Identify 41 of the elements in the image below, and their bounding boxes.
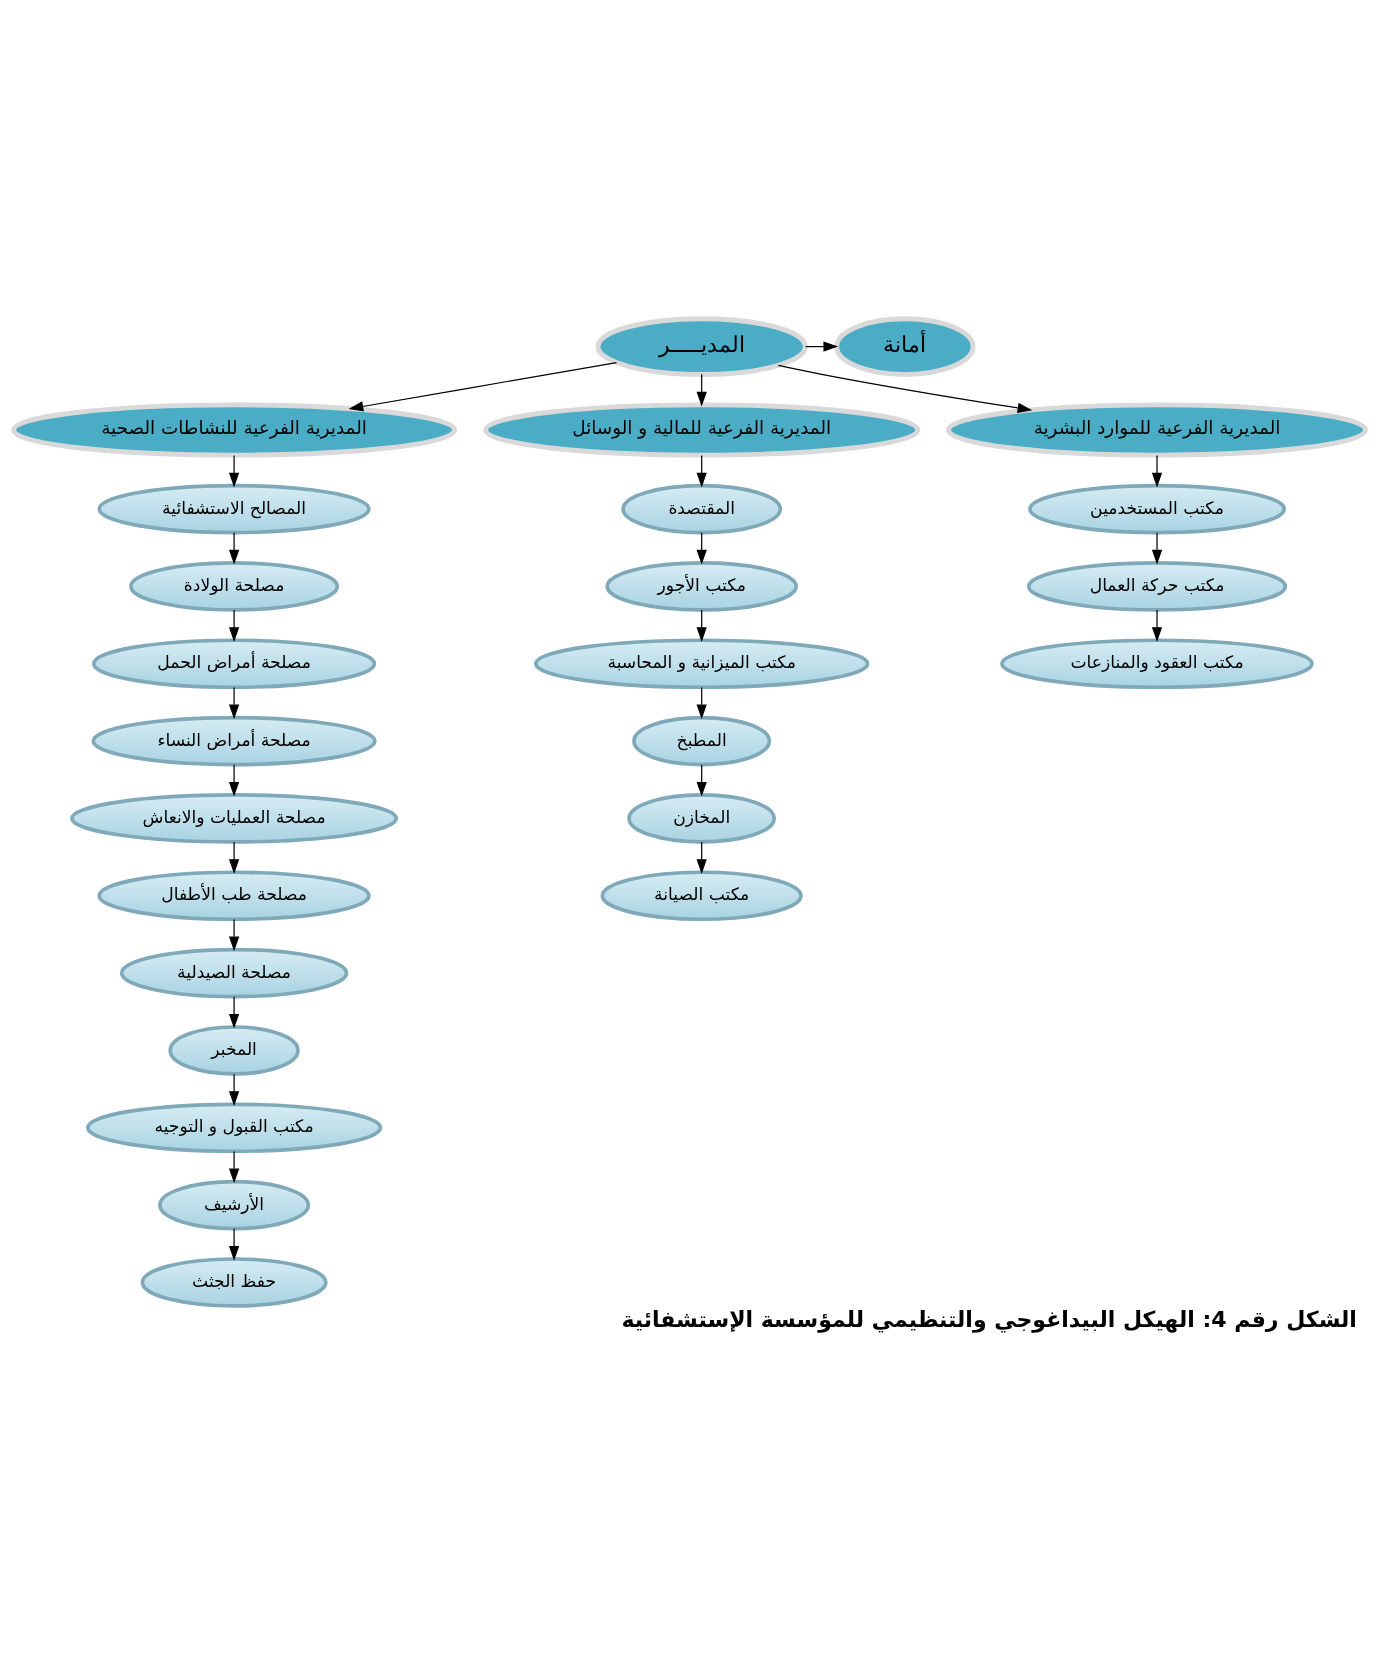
node-ellipse: المقتصدة <box>621 483 783 535</box>
node-ellipse: المخازن <box>627 793 777 844</box>
arrow <box>228 764 240 797</box>
node-ellipse: المديرية الفرعية للمالية و الوسائل <box>483 402 921 458</box>
node-ellipse: المخبر <box>168 1025 300 1076</box>
arrow <box>777 364 1033 414</box>
node-ellipse: مكتب العقود والمنازعات <box>1000 638 1314 690</box>
arrow <box>228 841 240 874</box>
node-ellipse: مصلحة أمراض الحمل <box>92 638 377 690</box>
node-ellipse: مصلحة الولادة <box>129 561 340 612</box>
node-ellipse: مصلحة الصيدلية <box>119 947 349 999</box>
arrow <box>228 996 240 1029</box>
node-ellipse: مكتب الميزانية و المحاسبة <box>533 638 870 690</box>
node-ellipse: المطبخ <box>632 715 772 767</box>
arrow <box>228 532 240 565</box>
arrow <box>228 918 240 952</box>
arrow <box>228 454 240 488</box>
arrow <box>1151 532 1163 565</box>
node-ellipse: مكتب القبول و التوجيه <box>86 1102 383 1154</box>
node-ellipse: أمانة <box>834 316 976 377</box>
node-ellipse: المديـــــر <box>595 316 808 377</box>
arrow <box>228 686 240 720</box>
node-ellipse: المصالح الاستشفائية <box>97 483 371 535</box>
arrow <box>1151 609 1163 642</box>
node-ellipse: حفظ الجثث <box>140 1257 328 1308</box>
arrow <box>348 361 618 412</box>
caption: الشكل رقم 4: الهيكل البيداغوجي والتنظيمي للمؤسسة الإستشفائية <box>621 1307 1357 1333</box>
node-ellipse: مصلحة أمراض النساء <box>91 715 377 767</box>
node-ellipse: مكتب المستخدمين <box>1028 483 1287 535</box>
node-ellipse: مكتب الأجور <box>605 561 798 612</box>
node-ellipse: مكتب حركة العمال <box>1026 561 1288 612</box>
arrow <box>228 609 240 642</box>
node-ellipse: مصلحة طب الأطفال <box>97 870 371 922</box>
arrow <box>1151 454 1163 488</box>
arrow <box>228 1073 240 1106</box>
node-ellipse: مصلحة العمليات والانعاش <box>70 793 399 844</box>
arrow <box>228 1150 240 1184</box>
node-ellipse: الأرشيف <box>158 1179 311 1231</box>
node-ellipse: مكتب الصيانة <box>600 870 803 922</box>
arrow <box>805 341 839 352</box>
arrow <box>228 1228 240 1261</box>
